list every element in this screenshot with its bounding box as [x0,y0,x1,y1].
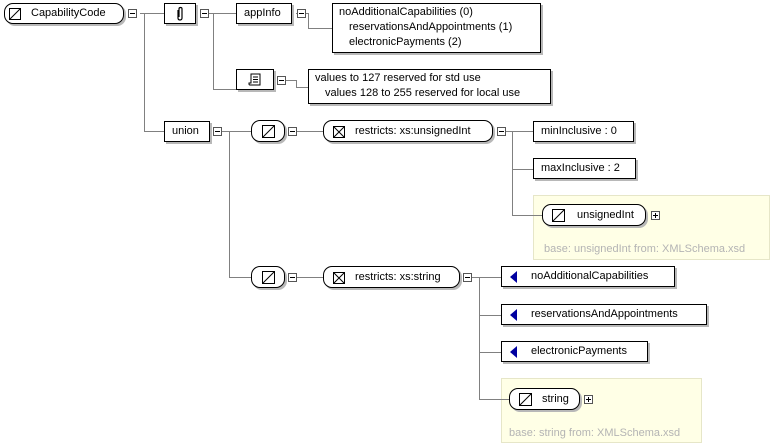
documentation-icon [248,73,261,86]
appinfo-line: reservationsAndAppointments (1) [349,21,513,33]
simpletype-icon [9,8,21,20]
base-type-expand-toggle[interactable] [584,395,593,404]
annotation-icon [177,6,183,21]
restriction-collapse-toggle[interactable] [497,127,506,136]
documentation-collapse-toggle[interactable] [277,76,286,85]
restriction-collapse-toggle[interactable] [463,273,472,282]
member-collapse-toggle[interactable] [288,127,297,136]
facet-min-inclusive[interactable]: minInclusive : 0 [533,121,634,142]
annotation-node[interactable] [164,3,196,24]
documentation-line: values 128 to 255 reserved for local use [325,87,521,99]
simpletype-icon [262,125,275,138]
simpletype-icon [519,393,532,406]
enumeration-marker-icon [510,346,517,358]
member-simpletype-node[interactable] [251,266,285,288]
restriction-icon [333,126,345,138]
annotation-collapse-toggle[interactable] [200,9,209,18]
facet-max-inclusive[interactable]: maxInclusive : 2 [533,158,636,179]
simpletype-icon [552,209,565,222]
base-note: base: unsignedInt from: XMLSchema.xsd [544,243,746,255]
restriction-node[interactable]: restricts: xs:unsignedInt [323,120,493,142]
root-collapse-toggle[interactable] [128,9,137,18]
documentation-line: values to 127 reserved for std use [315,72,481,84]
documentation-node[interactable] [236,69,274,90]
base-type-node[interactable]: string [509,388,580,410]
base-note: base: string from: XMLSchema.xsd [509,427,681,439]
union-collapse-toggle[interactable] [213,127,222,136]
appinfo-node[interactable]: appInfo [236,3,292,24]
root-simpletype-node[interactable]: CapabilityCode [4,3,124,24]
appinfo-content: noAdditionalCapabilities (0) reservation… [332,3,541,53]
base-type-node[interactable]: unsignedInt [542,204,646,226]
base-type-expand-toggle[interactable] [651,211,660,220]
enumeration-marker-icon [510,271,517,283]
enumeration-node[interactable]: reservationsAndAppointments [501,304,707,325]
root-label: CapabilityCode [31,7,106,19]
appinfo-collapse-toggle[interactable] [297,9,306,18]
union-label: union [172,125,199,137]
enumeration-node[interactable]: electronicPayments [501,341,648,362]
restriction-node[interactable]: restricts: xs:string [323,266,460,288]
union-node[interactable]: union [164,121,210,142]
documentation-content: values to 127 reserved for std use value… [308,69,551,104]
restriction-icon [333,272,345,284]
appinfo-line: noAdditionalCapabilities (0) [339,6,473,18]
simpletype-icon [262,271,275,284]
enumeration-node[interactable]: noAdditionalCapabilities [501,266,675,287]
appinfo-label: appInfo [244,7,281,19]
member-simpletype-node[interactable] [251,120,285,142]
enumeration-marker-icon [510,309,517,321]
member-collapse-toggle[interactable] [288,273,297,282]
appinfo-line: electronicPayments (2) [349,36,462,48]
restriction-label: restricts: xs:unsignedInt [355,125,471,137]
restriction-label: restricts: xs:string [355,271,441,283]
